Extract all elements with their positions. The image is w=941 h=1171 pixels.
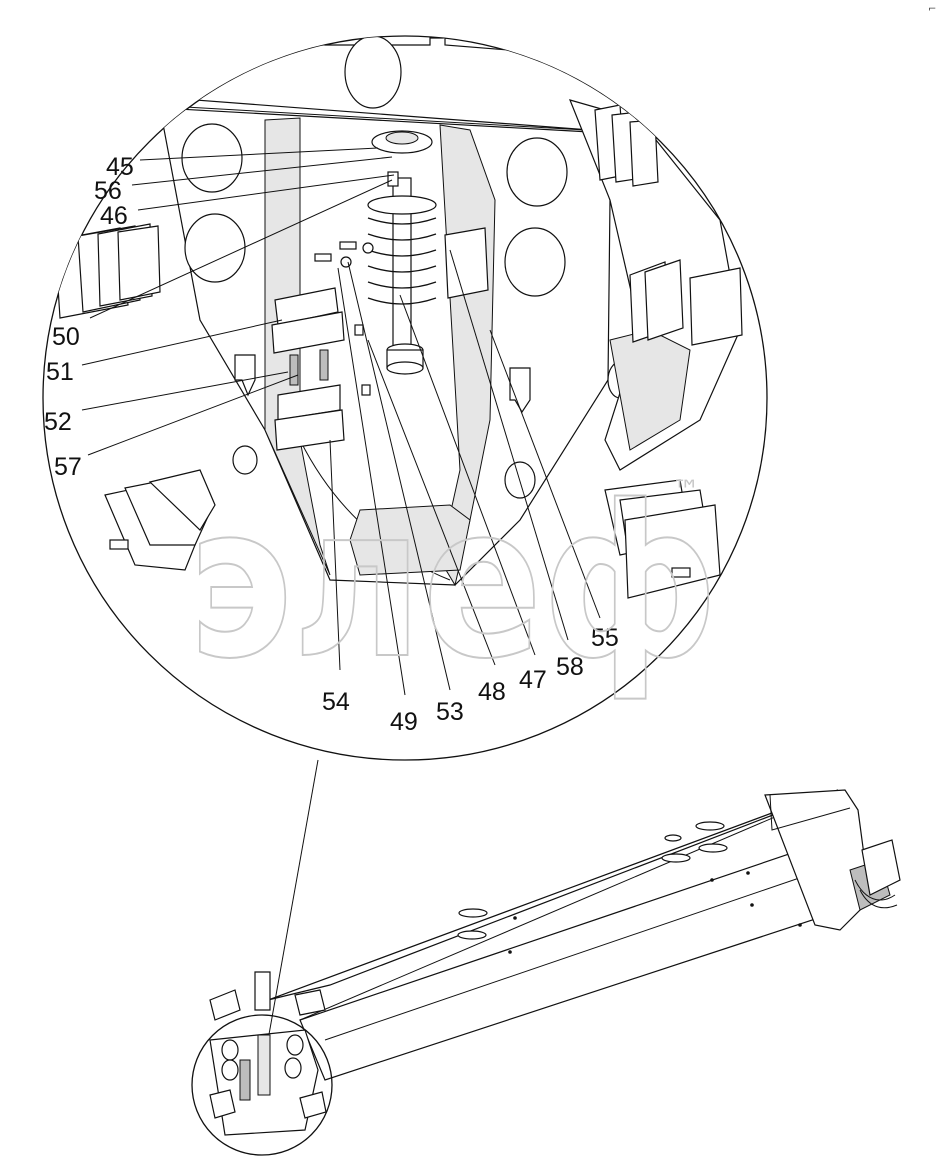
center-plate-stack (271, 287, 345, 451)
bottom-left-pads (104, 469, 216, 571)
callout-51: 51 (46, 358, 74, 386)
callout-56: 56 (94, 177, 122, 205)
top-hole (344, 36, 402, 109)
left-pad-stack (54, 223, 161, 319)
callout-58: 58 (556, 653, 584, 681)
watermark-text: элеф (188, 460, 718, 705)
callout-47: 47 (519, 666, 547, 694)
right-pad-stack (629, 259, 743, 346)
detail-view (42, 35, 768, 761)
watermark-tm: ™ (672, 474, 700, 507)
callout-50: 50 (52, 323, 80, 351)
callout-54: 54 (322, 688, 350, 716)
spring-assembly (367, 130, 437, 375)
callout-45: 45 (106, 153, 134, 181)
right-pad-stack-top (594, 104, 659, 187)
small-detail-circle (191, 1014, 333, 1156)
watermark-logo: элеф ™ (187, 459, 719, 706)
callout-53: 53 (436, 698, 464, 726)
callout-55: 55 (591, 624, 619, 652)
callout-48: 48 (478, 678, 506, 706)
main-beam-assembly (191, 789, 901, 1156)
callout-46: 46 (100, 202, 128, 230)
callout-labels: 45 56 46 50 51 52 57 54 49 53 48 47 58 5… (44, 153, 619, 736)
bottom-right-pads (604, 479, 721, 599)
callout-57: 57 (54, 453, 82, 481)
corner-mark: ⌐ (928, 4, 936, 15)
detail-circle-border (42, 35, 768, 761)
leader-lines (81, 147, 601, 696)
callout-49: 49 (390, 708, 418, 736)
callout-52: 52 (44, 408, 72, 436)
detail-connector-line (267, 759, 319, 1041)
